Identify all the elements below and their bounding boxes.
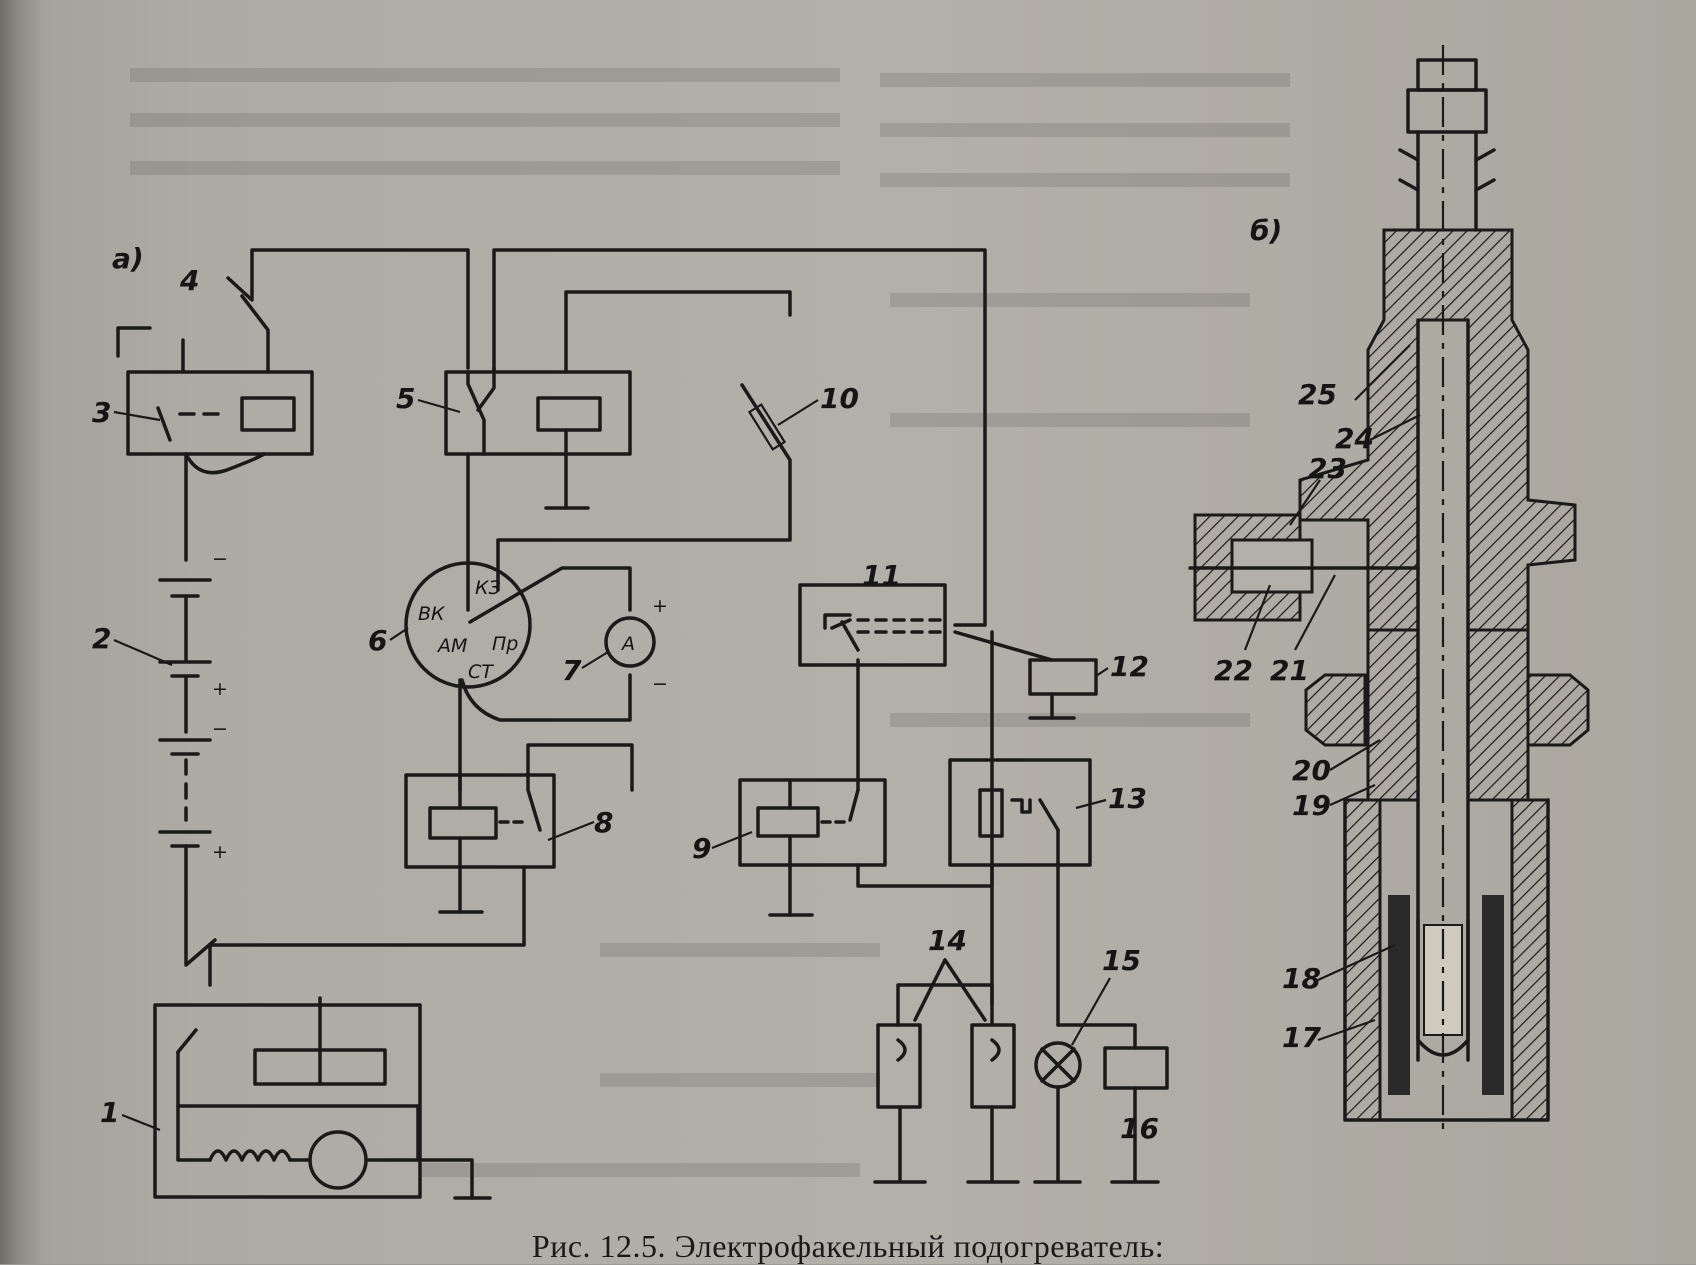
component-4-key-switch — [226, 248, 470, 370]
figure-caption: Рис. 12.5. Электрофакельный подогревател… — [531, 1228, 1165, 1264]
battery-plus-2: + — [212, 841, 228, 863]
label-17: 17 — [1282, 1021, 1321, 1054]
label-18: 18 — [1282, 962, 1321, 995]
label-19: 19 — [1292, 789, 1331, 822]
label-25: 25 — [1298, 378, 1337, 411]
label-3: 3 — [92, 396, 111, 429]
terminal-st-label: СТ — [468, 661, 494, 683]
label-6: 6 — [368, 624, 387, 657]
label-10: 10 — [820, 382, 859, 415]
label-15: 15 — [1102, 944, 1141, 977]
component-12-coil — [953, 630, 1098, 720]
terminal-pr-label: Пр — [492, 633, 518, 655]
terminal-am-label: АМ — [436, 635, 467, 657]
background-text-bleed — [130, 68, 1290, 1177]
ammeter-minus: − — [652, 673, 668, 695]
component-3-relay — [116, 294, 314, 562]
terminal-vk-label: ВК — [418, 603, 446, 625]
label-14: 14 — [928, 924, 967, 957]
component-16-coil — [1103, 1046, 1169, 1184]
component-2-battery — [158, 578, 217, 967]
component-10-fuse — [496, 383, 792, 592]
component-15-lamp — [1033, 1023, 1137, 1184]
label-13: 13 — [1108, 782, 1147, 815]
component-6-ignition-switch: ВК КЗ АМ Пр СТ — [404, 561, 632, 792]
label-9: 9 — [692, 832, 711, 865]
component-9-relay — [738, 758, 994, 917]
component-8-relay — [208, 743, 634, 987]
component-11-relay — [798, 583, 950, 792]
component-7-ammeter: A + − — [604, 595, 668, 695]
battery-plus-1: + — [212, 678, 228, 700]
component-14-glow-plugs — [873, 958, 1020, 1184]
label-12: 12 — [1110, 650, 1149, 683]
heater-cross-section — [1188, 45, 1590, 1130]
label-11: 11 — [862, 559, 901, 592]
panel-b-label: б) — [1250, 214, 1282, 247]
battery-minus-1: − — [212, 548, 228, 570]
label-1: 1 — [100, 1096, 119, 1129]
label-24: 24 — [1335, 422, 1374, 455]
label-23: 23 — [1308, 452, 1347, 485]
label-21: 21 — [1270, 654, 1309, 687]
panel-a-label: а) — [112, 242, 144, 275]
component-5-relay — [444, 248, 987, 627]
label-4: 4 — [179, 264, 199, 297]
ammeter-plus: + — [652, 595, 668, 617]
component-1-starter — [153, 996, 492, 1200]
battery-minus-2: − — [212, 718, 228, 740]
label-8: 8 — [594, 806, 613, 839]
label-2: 2 — [92, 622, 111, 655]
ammeter-symbol: A — [620, 633, 635, 655]
label-5: 5 — [396, 382, 415, 415]
label-7: 7 — [562, 654, 582, 687]
terminal-kz-label: КЗ — [475, 577, 501, 599]
battery-polarity-signs: − + − + — [212, 548, 228, 863]
component-13-thermo-relay — [948, 630, 1092, 1027]
label-22: 22 — [1214, 654, 1253, 687]
callout-numbers: 1 2 3 4 5 6 7 8 9 10 11 12 13 14 15 16 1… — [92, 264, 1374, 1145]
label-16: 16 — [1120, 1112, 1159, 1145]
label-20: 20 — [1292, 754, 1331, 787]
